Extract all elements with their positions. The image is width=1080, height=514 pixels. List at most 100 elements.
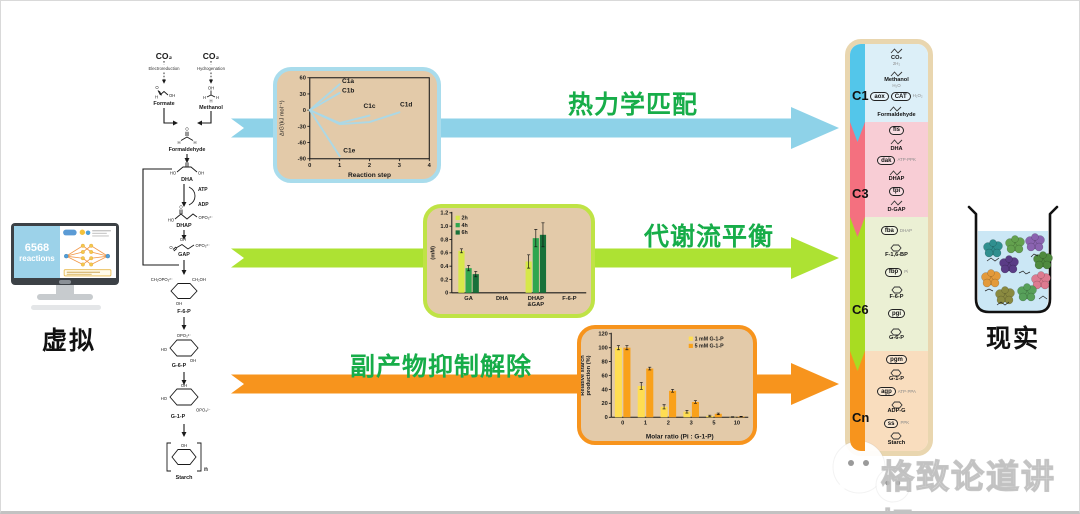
svg-text:C1c: C1c xyxy=(364,103,376,110)
svg-text:1 mM G-1-P: 1 mM G-1-P xyxy=(695,336,725,342)
atom: H xyxy=(216,95,219,100)
cofactor-note: DHAP xyxy=(899,227,913,233)
svg-text:40: 40 xyxy=(602,387,608,393)
molecule-dha: DHA xyxy=(181,177,193,183)
cofactor-note: ATP·PPK xyxy=(897,157,916,163)
module-label-C3: C3 xyxy=(852,186,869,201)
structure-glyph xyxy=(890,432,903,440)
label-thermodynamic-matching: 热力学匹配 xyxy=(567,91,698,119)
atom: H xyxy=(155,95,158,100)
svg-text:0.2: 0.2 xyxy=(440,277,448,283)
molecule-label: ADP-G xyxy=(887,408,906,415)
reaction-count-panel: 6568 reactions xyxy=(14,226,60,278)
bar xyxy=(614,347,622,418)
substituent: CH₂OPO₃²⁻ xyxy=(151,277,173,282)
enzyme-pill: pgm xyxy=(886,355,907,365)
svg-text:1.0: 1.0 xyxy=(440,224,448,230)
molecule-label: G-6-P xyxy=(889,335,904,342)
bar xyxy=(683,411,691,418)
protein-blob xyxy=(981,269,1001,288)
enzyme-pill: ss xyxy=(883,419,899,429)
virtual-label: 虚拟 xyxy=(41,327,96,355)
svg-text:0: 0 xyxy=(605,415,608,421)
enzyme-row: tpi xyxy=(888,186,905,196)
bar xyxy=(714,413,722,418)
atom: HO xyxy=(168,218,175,223)
svg-text:100: 100 xyxy=(598,346,607,352)
monitor-button xyxy=(59,280,71,284)
phosphate-group: OPO₃²⁻ xyxy=(199,215,214,220)
molecule-row: ADP-G xyxy=(887,401,906,415)
structure-glyph xyxy=(890,328,903,336)
enzyme-pill: tpi xyxy=(888,186,905,196)
atom: OH xyxy=(181,443,187,448)
atom: OH xyxy=(181,383,187,388)
flow-arrow xyxy=(231,107,839,149)
svg-text:4: 4 xyxy=(428,163,432,169)
enzyme-pill: agp xyxy=(877,387,896,397)
svg-text:ΔrG′(kJ mol⁻¹): ΔrG′(kJ mol⁻¹) xyxy=(280,100,286,136)
svg-text:DHA: DHA xyxy=(496,296,508,302)
molecule-label: D-GAP xyxy=(887,206,906,213)
molecule-gap: GAP xyxy=(178,252,190,258)
enzyme-row: pgm xyxy=(886,355,907,365)
band-C6 xyxy=(850,217,865,371)
bar xyxy=(525,261,532,293)
atom: O xyxy=(169,245,173,250)
module-label-Cn: Cn xyxy=(852,410,870,425)
reality-label: 现实 xyxy=(985,325,1040,353)
molecule-label: DHAP xyxy=(888,176,905,183)
central-pathway-diagram: CO₂ CO₂ Electroreduction Hydrogenation O… xyxy=(142,51,226,481)
protein-blob xyxy=(999,255,1019,274)
svg-text:C1e: C1e xyxy=(343,147,355,154)
bar xyxy=(660,406,668,418)
svg-text:60: 60 xyxy=(299,76,305,82)
enzyme-pill: CAT xyxy=(890,92,911,102)
protein-blob xyxy=(1033,251,1053,270)
protein-blobs xyxy=(981,233,1053,305)
bar xyxy=(472,274,479,293)
co2-formula: CO₂ xyxy=(203,51,220,61)
atom: H xyxy=(209,99,212,104)
bar xyxy=(623,347,631,418)
molecule-row: Formaldehyde xyxy=(877,105,916,119)
structure-glyph xyxy=(890,48,902,55)
molecule-row: G-1-P xyxy=(889,369,904,383)
cofactor-note: PPK xyxy=(900,420,910,426)
bar xyxy=(465,268,472,293)
cofactor-note: H₂O₂ xyxy=(912,93,923,99)
phosphate-group: OPO₃²⁻ xyxy=(196,408,211,413)
series-C1c xyxy=(308,109,371,125)
monitor-base xyxy=(37,294,93,300)
svg-text:-90: -90 xyxy=(298,157,306,163)
svg-text:0: 0 xyxy=(621,420,624,426)
structure-glyph xyxy=(890,245,903,252)
atom: H xyxy=(193,140,196,145)
beaker-outline xyxy=(967,205,1059,314)
mini-network-diagram xyxy=(63,229,112,277)
process-hydrogenation: Hydrogenation xyxy=(197,66,226,71)
enzyme-pill: fba xyxy=(880,226,898,236)
enzyme-pill: fls xyxy=(888,125,904,135)
algorithm-diagram-panel xyxy=(59,226,116,278)
svg-text:Molar ratio (Pi : G-1-P): Molar ratio (Pi : G-1-P) xyxy=(646,434,714,441)
molecule-row: DHA xyxy=(890,138,904,152)
molecule-formaldehyde: Formaldehyde xyxy=(169,147,206,153)
monitor-shadow xyxy=(31,305,101,310)
molecule-label: F-1,6-BP xyxy=(885,251,908,258)
svg-text:1.2: 1.2 xyxy=(440,211,448,217)
atom: HO xyxy=(161,396,168,401)
svg-text:0.4: 0.4 xyxy=(440,264,449,270)
enzyme-pill: pgi xyxy=(888,309,905,319)
